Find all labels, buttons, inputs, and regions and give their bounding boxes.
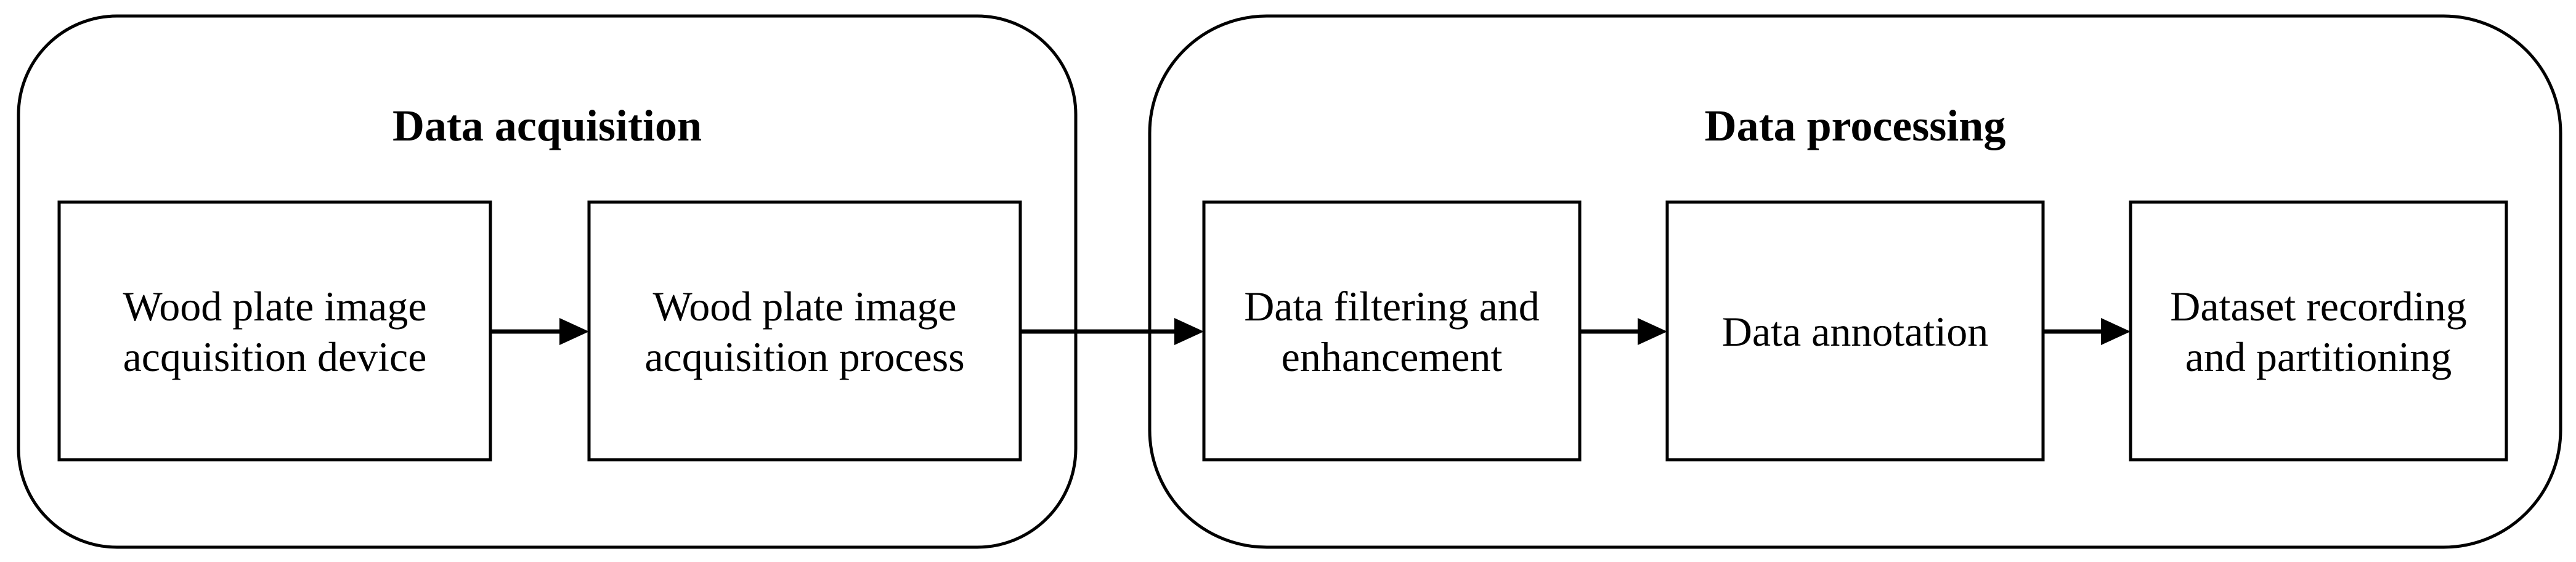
step-filtering-enhancement: Data filtering and enhancement <box>1202 200 1582 462</box>
arrow-process-to-filtering <box>1020 318 1204 345</box>
arrow-annotation-to-recording <box>2043 318 2131 345</box>
step-image-acquisition-device-label: Wood plate image <box>123 283 426 330</box>
step-filtering-enhancement-box <box>1202 200 1582 462</box>
group-data-processing: Data processing Data filtering and enhan… <box>1148 14 2562 549</box>
step-image-acquisition-device-label-line2: acquisition device <box>123 333 427 380</box>
step-dataset-recording-partitioning-label-line2: and partitioning <box>2185 333 2452 380</box>
arrow-filtering-to-annotation-head <box>1638 318 1667 345</box>
step-dataset-recording-partitioning-box <box>2129 200 2508 462</box>
arrow-annotation-to-recording-head <box>2101 318 2131 345</box>
group-data-acquisition-title: Data acquisition <box>392 101 702 150</box>
step-data-annotation-box <box>1665 200 2045 462</box>
step-image-acquisition-process: Wood plate image acquisition process <box>587 200 1022 462</box>
step-dataset-recording-partitioning: Dataset recording and partitioning <box>2129 200 2508 462</box>
arrow-device-to-process-head <box>559 318 589 345</box>
step-dataset-recording-partitioning-label: Dataset recording <box>2170 283 2466 330</box>
arrow-device-to-process <box>490 318 589 345</box>
arrow-filtering-to-annotation <box>1580 318 1667 345</box>
step-image-acquisition-process-label-line2: acquisition process <box>644 333 964 380</box>
group-data-acquisition: Data acquisition Wood plate image acquis… <box>17 14 1078 549</box>
step-data-annotation: Data annotation <box>1665 200 2045 462</box>
group-data-processing-title: Data processing <box>1705 101 2006 150</box>
step-filtering-enhancement-label: Data filtering and <box>1244 283 1540 330</box>
step-data-annotation-label: Data annotation <box>1722 308 1988 355</box>
step-filtering-enhancement-label-line2: enhancement <box>1282 333 1503 380</box>
step-image-acquisition-device: Wood plate image acquisition device <box>57 200 492 462</box>
step-image-acquisition-device-box <box>57 200 492 462</box>
arrow-process-to-filtering-head <box>1174 318 1204 345</box>
step-image-acquisition-process-box <box>587 200 1022 462</box>
step-image-acquisition-process-label: Wood plate image <box>652 283 956 330</box>
